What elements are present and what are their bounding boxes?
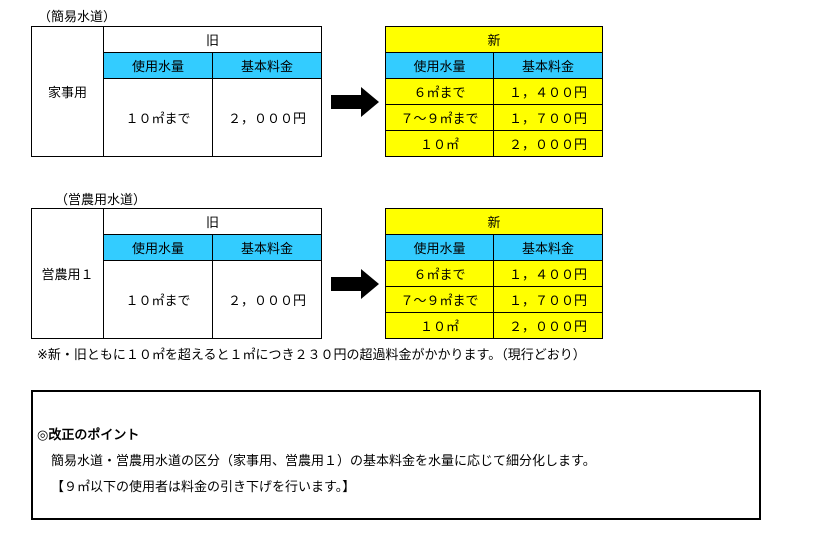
revision-points-box: ◎改正のポイント 簡易水道・営農用水道の区分（家事用、営農用１）の基本料金を水量… (31, 390, 761, 520)
new-fee-cell: １，４００円 (493, 78, 603, 105)
new-header: 新 (385, 26, 603, 53)
old-fee-cell: ２，０００円 (212, 78, 322, 157)
new-header: 新 (385, 208, 603, 235)
usage-header: 使用水量 (103, 234, 213, 261)
old-usage-cell: １０㎡まで (103, 260, 213, 339)
usage-header: 使用水量 (385, 52, 494, 79)
category-cell: 家事用 (31, 26, 104, 157)
usage-header: 使用水量 (103, 52, 213, 79)
old-header: 旧 (103, 26, 322, 53)
fee-header: 基本料金 (212, 234, 322, 261)
old-fee-cell: ２，０００円 (212, 260, 322, 339)
old-header: 旧 (103, 208, 322, 235)
excess-fee-note: ※新・旧ともに１０㎡を超えると１㎡につき２３０円の超過料金がかかります。（現行ど… (37, 348, 586, 363)
new-fee-cell: ２，０００円 (493, 312, 603, 339)
fee-header: 基本料金 (493, 52, 603, 79)
new-fee-cell: １，７００円 (493, 104, 603, 131)
new-usage-cell: ７～９㎡まで (385, 286, 494, 313)
points-line: 簡易水道・営農用水道の区分（家事用、営農用１）の基本料金を水量に応じて細分化しま… (51, 454, 596, 469)
category-cell: 営農用１ (31, 208, 104, 339)
section-caption: （営農用水道） (55, 193, 147, 208)
section-caption: （簡易水道） (38, 10, 117, 25)
new-usage-cell: ６㎡まで (385, 78, 494, 105)
old-usage-cell: １０㎡まで (103, 78, 213, 157)
new-usage-cell: １０㎡ (385, 312, 494, 339)
right-arrow-icon (331, 87, 379, 117)
new-usage-cell: １０㎡ (385, 130, 494, 157)
fee-header: 基本料金 (493, 234, 603, 261)
fee-header: 基本料金 (212, 52, 322, 79)
points-title: ◎改正のポイント (37, 428, 140, 443)
right-arrow-icon (331, 269, 379, 299)
new-fee-cell: ２，０００円 (493, 130, 603, 157)
new-fee-cell: １，４００円 (493, 260, 603, 287)
points-line: 【９㎡以下の使用者は料金の引き下げを行います。】 (51, 480, 356, 495)
new-usage-cell: ７～９㎡まで (385, 104, 494, 131)
new-usage-cell: ６㎡まで (385, 260, 494, 287)
new-fee-cell: １，７００円 (493, 286, 603, 313)
usage-header: 使用水量 (385, 234, 494, 261)
